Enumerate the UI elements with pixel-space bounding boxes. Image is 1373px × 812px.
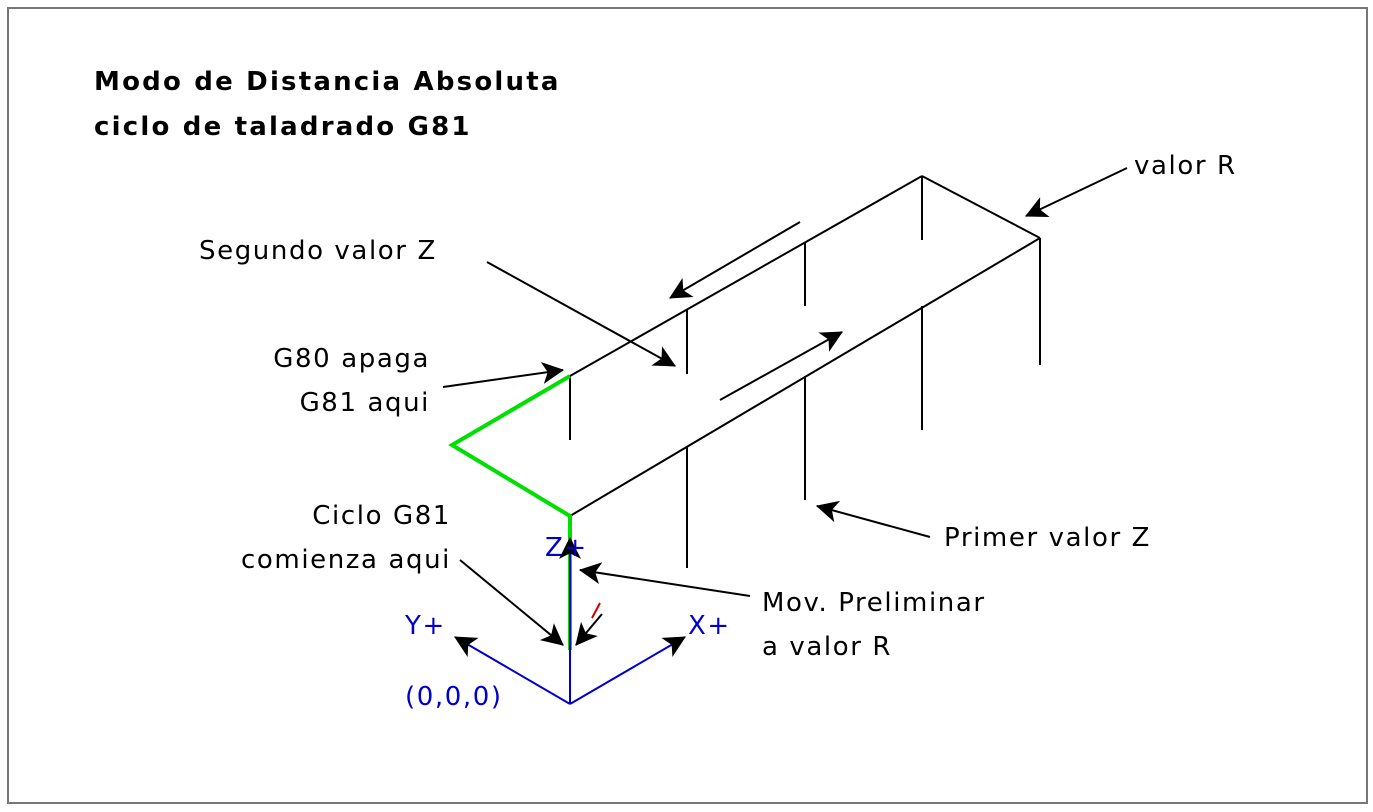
- g80-leader: [442, 362, 565, 388]
- drill-plunge-lines: [569, 176, 1041, 568]
- cycle-start-label-line-2: comienza aqui: [241, 545, 451, 575]
- prelim-leader-2: [575, 613, 603, 646]
- coordinate-axes: [454, 540, 686, 705]
- red-tick: [591, 602, 601, 619]
- title-line-2: ciclo de taladrado G81: [94, 112, 472, 142]
- g80-label-line-2: G81 aqui: [300, 388, 430, 418]
- r-value-leader: [1025, 167, 1128, 217]
- cycle-start-leader: [459, 559, 564, 646]
- first-z-leader: [815, 500, 931, 538]
- g80-label-line-1: G80 apaga: [273, 344, 430, 374]
- prelim-leader: [578, 562, 751, 597]
- cycle-start-label-line-1: Ciclo G81: [312, 501, 451, 531]
- direction-arrow-forward: [719, 331, 843, 401]
- second-z-label: Segundo valor Z: [199, 236, 437, 266]
- prelim-label-line-2: a valor R: [762, 632, 892, 662]
- r-value-label: valor R: [1134, 151, 1237, 181]
- x-axis-label: X+: [688, 611, 731, 641]
- origin-label: (0,0,0): [405, 682, 503, 712]
- tool-path: [448, 374, 572, 650]
- prelim-label-line-1: Mov. Preliminar: [762, 588, 986, 618]
- title-line-1: Modo de Distancia Absoluta: [94, 67, 561, 97]
- frame-border: [7, 7, 1368, 804]
- second-z-leader: [486, 261, 676, 367]
- first-z-label: Primer valor Z: [944, 523, 1151, 553]
- y-axis-label: Y+: [404, 611, 446, 641]
- direction-arrow-back: [669, 221, 801, 299]
- z-axis-label: Z+: [545, 533, 588, 563]
